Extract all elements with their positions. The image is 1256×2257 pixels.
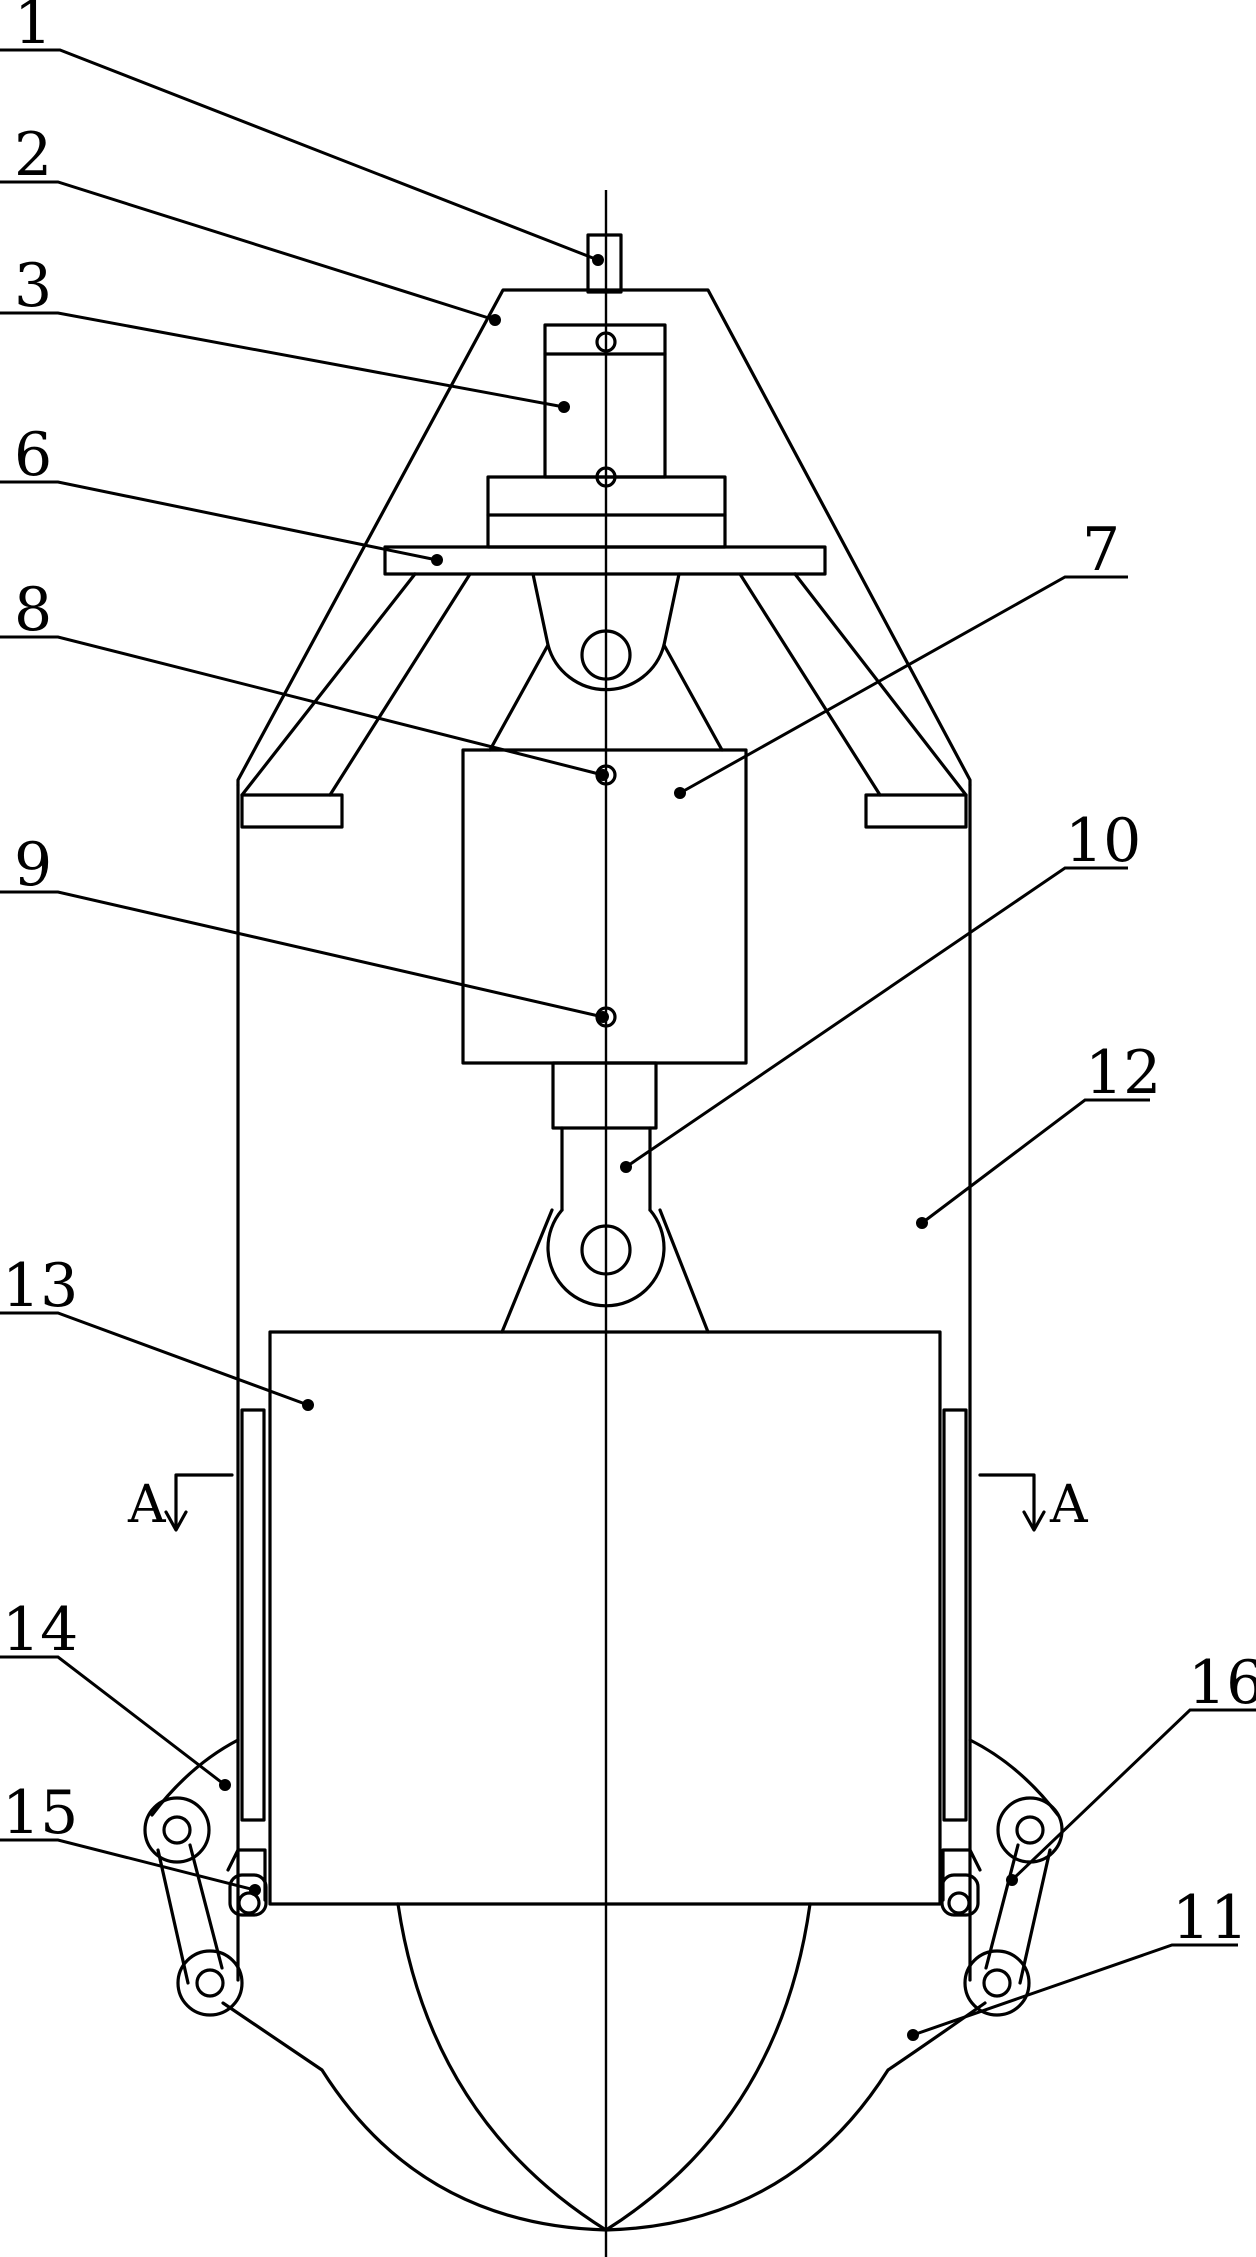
label-16: 16	[1188, 1648, 1256, 1718]
label-12: 12	[1085, 1038, 1161, 1108]
label-11: 11	[1172, 1883, 1248, 1953]
part-13-lower-box	[268, 1330, 942, 1906]
label-13: 13	[2, 1251, 78, 1321]
section-mark-left: A	[127, 1473, 234, 1535]
part-labels: 1 2 3 6 7 8 9 10 12 13 14 15 16 11	[2, 0, 1256, 1953]
part-11-bucket	[221, 1902, 987, 2232]
label-1: 1	[14, 0, 52, 58]
label-15: 15	[2, 1778, 78, 1848]
label-3: 3	[14, 251, 52, 321]
label-2: 2	[14, 120, 52, 190]
leaders	[0, 48, 1256, 2041]
section-mark-right: A	[978, 1473, 1089, 1535]
label-8: 8	[14, 575, 52, 645]
part-1-lug	[586, 233, 623, 294]
right-linkage	[940, 1738, 1064, 2017]
left-linkage	[143, 1738, 268, 2017]
label-10: 10	[1065, 806, 1141, 876]
label-7: 7	[1082, 515, 1120, 585]
part-6-cross-plate	[240, 545, 968, 829]
section-label-left: A	[127, 1475, 167, 1535]
label-9: 9	[14, 830, 52, 900]
side-guides	[240, 1408, 968, 1822]
part-2-upper-frame	[236, 288, 972, 1982]
label-14: 14	[2, 1595, 78, 1665]
label-6: 6	[14, 420, 52, 490]
part-10-piston-rod	[500, 1061, 710, 1334]
section-label-right: A	[1049, 1475, 1089, 1535]
upper-clevis	[488, 572, 724, 752]
